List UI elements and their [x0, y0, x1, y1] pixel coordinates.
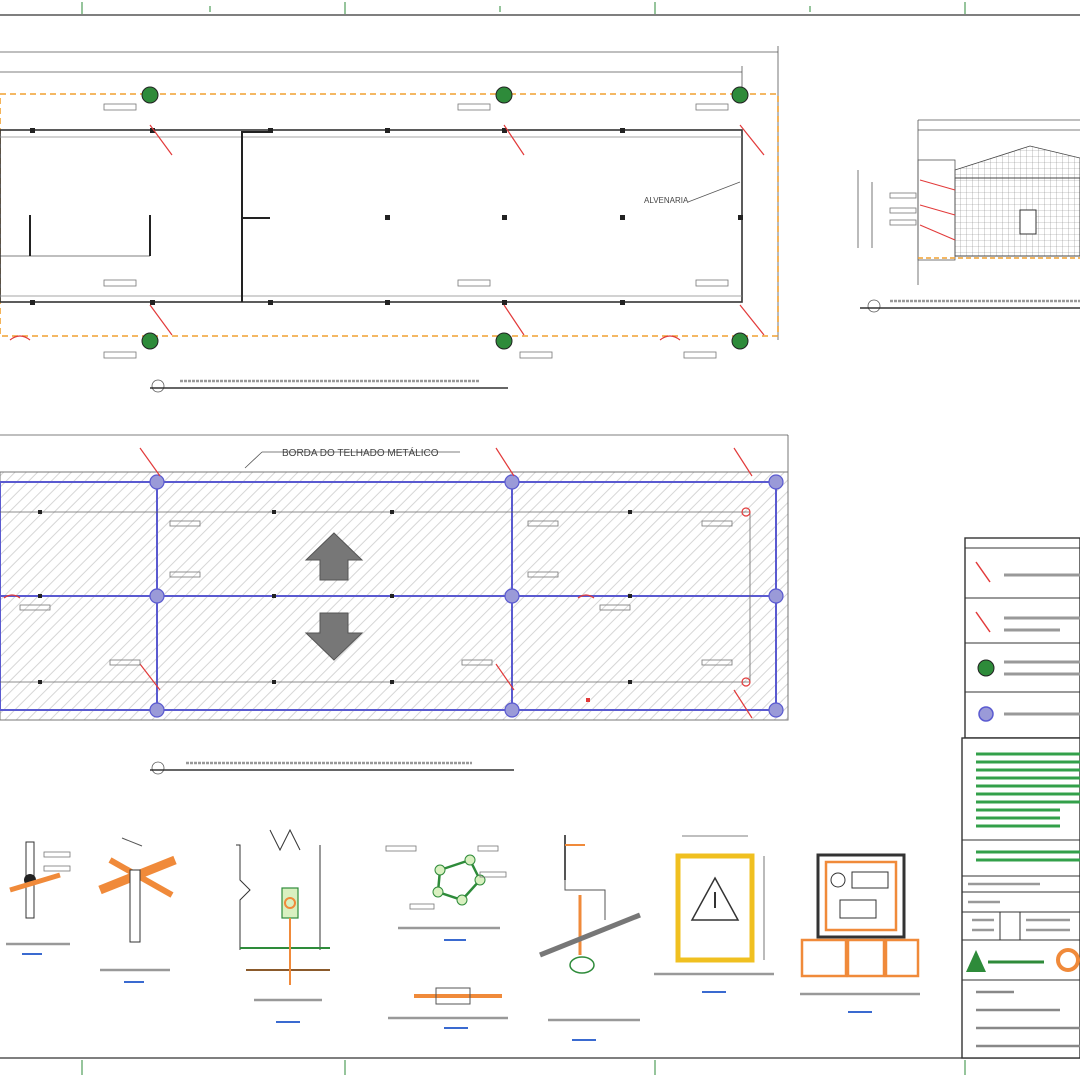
elevation-door: [1019, 209, 1037, 235]
callout-leaders: [9, 124, 765, 341]
detail-2: [98, 837, 177, 983]
plan-title-bar: [150, 379, 508, 393]
partner-logo-icon: [1056, 948, 1080, 972]
building-outline: [0, 129, 743, 303]
detail-6-warning-sign: [654, 835, 774, 993]
mesh-nodes: [149, 474, 784, 718]
callout-tags: [103, 103, 729, 359]
company-logo-icon: [966, 950, 986, 972]
sheet-frame: [0, 14, 1080, 1059]
floor-plan: ALVENARIA: [0, 46, 779, 393]
slope-arrow-up-icon: [304, 532, 364, 581]
roof-edge-label: BORDA DO TELHADO METÁLICO: [282, 446, 439, 459]
detail-3: [236, 828, 330, 1023]
legend-callout-icon: [975, 611, 991, 633]
legend-table: [964, 537, 1080, 739]
slope-arrow-down-icon: [304, 612, 364, 661]
elevation-wall: [954, 177, 1080, 257]
masonry-label: ALVENARIA: [644, 196, 689, 205]
detail-5: [539, 835, 641, 1041]
earth-points: [141, 86, 749, 350]
elevation-roof: [954, 145, 1080, 179]
interior-walls: [29, 131, 270, 302]
roof-title-bar: [150, 761, 514, 775]
frame-ticks: [81, 2, 966, 1075]
legend-callout-icon: [975, 561, 991, 583]
detail-1: [6, 841, 71, 955]
roof-plan: BORDA DO TELHADO METÁLICO: [0, 434, 789, 775]
detail-4: [385, 845, 508, 1029]
title-block: [961, 737, 1080, 1059]
warning-triangle-icon: [690, 876, 740, 921]
legend-earth-point-icon: [977, 659, 995, 677]
detail-7-panel: [800, 853, 920, 1013]
elevation-view: [857, 119, 1080, 313]
legend-mesh-node-icon: [978, 706, 994, 722]
columns: [30, 128, 743, 305]
details-row: [6, 828, 920, 1041]
elevation-title-bar: [860, 299, 1080, 313]
